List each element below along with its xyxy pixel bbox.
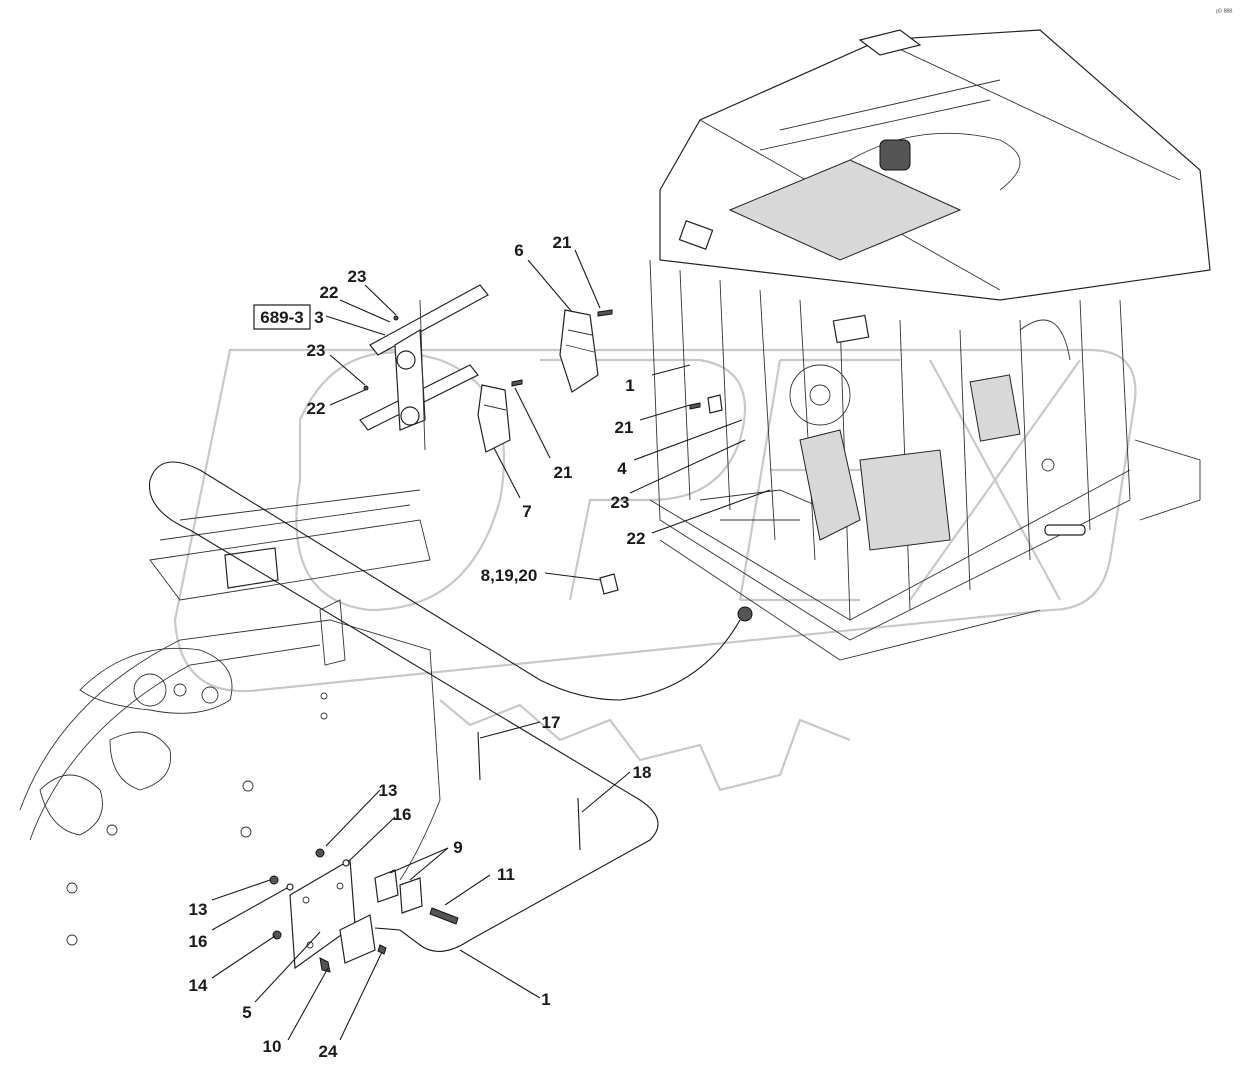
leader-lines: [211, 249, 771, 1041]
operator-cab: [649, 29, 1211, 661]
callout-4: 4: [617, 459, 627, 478]
cover-part-6: [559, 309, 599, 393]
callout-7: 7: [522, 502, 531, 521]
callout-18: 18: [633, 763, 652, 782]
callout-16-lower: 16: [189, 932, 208, 951]
cable-tie-18: [577, 797, 581, 851]
callout-21-middle: 21: [554, 463, 573, 482]
cover-part-7: [477, 384, 511, 453]
callout-24: 24: [319, 1042, 338, 1061]
callout-21-top: 21: [553, 233, 572, 252]
screws: [363, 309, 723, 414]
callout-8-19-20: 8,19,20: [481, 566, 538, 585]
callout-13-upper: 13: [379, 781, 398, 800]
callout-9: 9: [453, 838, 462, 857]
callout-3: 3: [314, 308, 323, 327]
callout-5: 5: [242, 1003, 251, 1022]
reference-box-label: 689-3: [260, 308, 303, 327]
switch-part-8: [599, 573, 619, 595]
callout-1-cab: 1: [625, 376, 634, 395]
callout-11: 11: [497, 865, 515, 884]
callout-13-lower: 13: [189, 900, 208, 919]
callout-22-upper: 22: [320, 283, 339, 302]
cable-tie-17: [477, 731, 481, 781]
callout-22-lower: 22: [307, 399, 326, 418]
callout-17: 17: [542, 713, 561, 732]
callout-10: 10: [263, 1037, 282, 1056]
callout-labels: 23 22 3 23 22 6 21 7 21 1 21 4 23 22 8,1…: [189, 233, 652, 1061]
reference-box: [253, 304, 311, 330]
callout-22-cab: 22: [627, 529, 646, 548]
callout-23-upper: 23: [348, 267, 367, 286]
callout-21-cab: 21: [615, 418, 634, 437]
callout-6: 6: [514, 241, 523, 260]
machine-frame: [19, 489, 441, 946]
corner-mark: ᵖᴰ ᴮᴮᴮ: [1216, 9, 1233, 16]
callout-1-lower: 1: [541, 990, 550, 1009]
callout-14: 14: [189, 976, 208, 995]
sensor-mount-assembly: [269, 848, 459, 973]
callout-23-cab: 23: [611, 493, 630, 512]
cable-harness: [148, 461, 741, 952]
callout-16-upper: 16: [393, 805, 412, 824]
mounting-bracket: [359, 284, 489, 451]
watermark-logo: [173, 348, 1137, 792]
callout-23-lower: 23: [307, 341, 326, 360]
